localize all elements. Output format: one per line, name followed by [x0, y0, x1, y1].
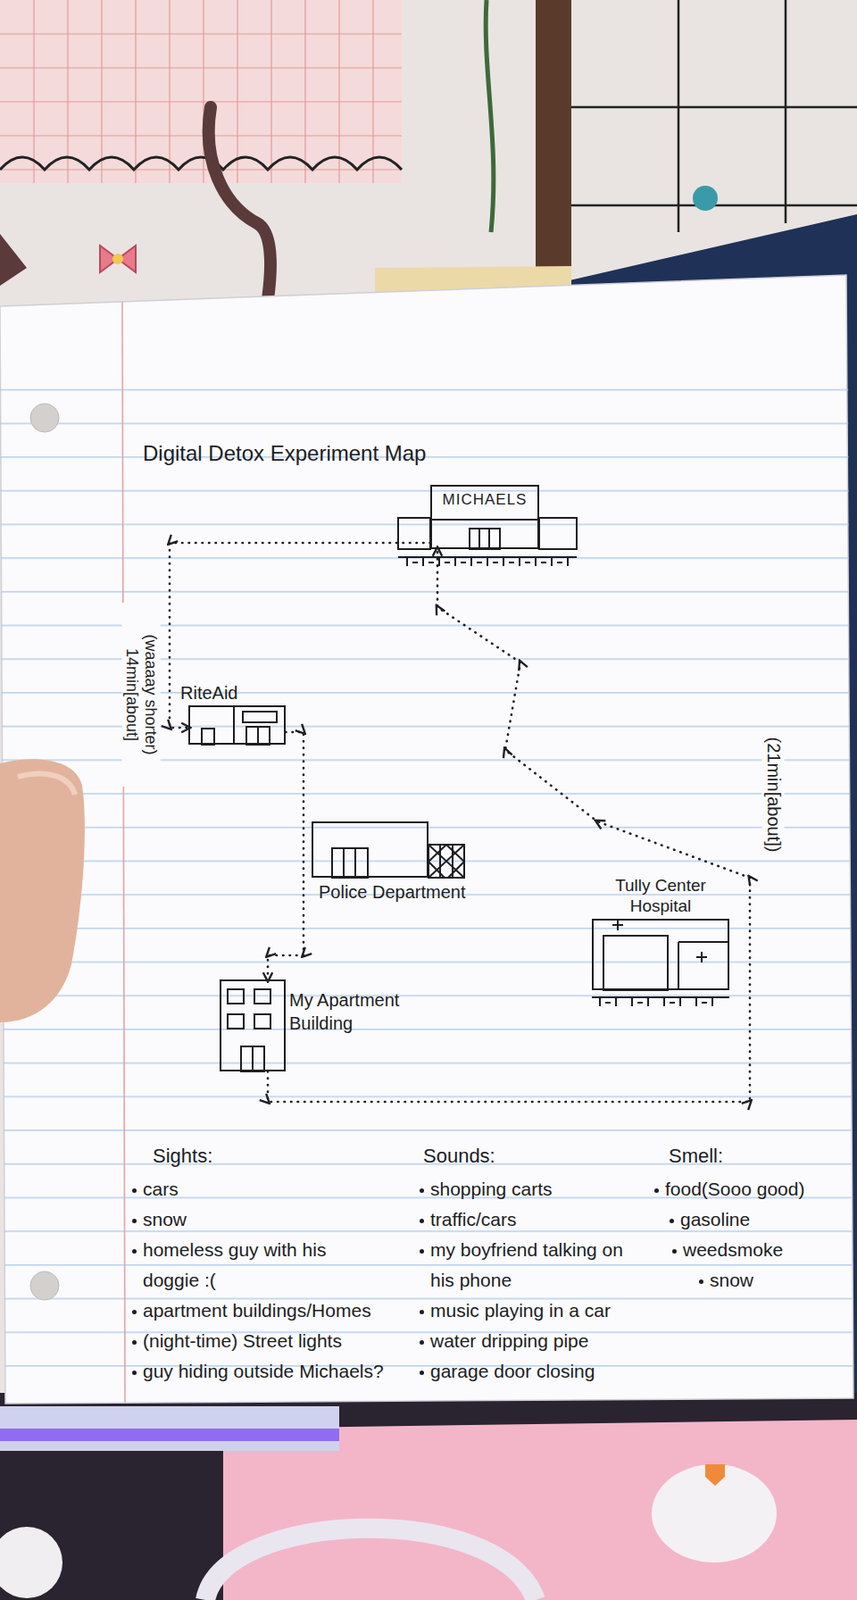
notebook-paper: [30, 1271, 59, 1300]
route-line: [267, 732, 304, 980]
room-wall: [0, 0, 402, 184]
list-item: weedsmoke: [682, 1234, 783, 1265]
list-item: shopping carts: [430, 1173, 553, 1205]
desk: [0, 1406, 340, 1451]
list-item: music playing in a car: [430, 1295, 611, 1326]
route-line: [267, 549, 750, 1102]
building-sketch: [251, 1046, 254, 1072]
building-sketch: [479, 528, 490, 550]
building-sketch: [603, 935, 668, 991]
list-item: cars: [142, 1173, 179, 1205]
building-sketch: [332, 848, 368, 878]
building-sketch: [407, 557, 568, 566]
list-item: traffic/cars: [430, 1204, 516, 1235]
building-sketch: [612, 919, 708, 963]
building-sketch: [201, 517, 730, 1072]
list-item: (night-time) Street lights: [142, 1325, 342, 1357]
building: My Apartment Building: [219, 979, 286, 1072]
building-sketch: [599, 997, 713, 1007]
notebook-paper: [122, 301, 125, 1403]
building: RiteAid: [188, 705, 286, 745]
thumb: [0, 758, 85, 1023]
building-sketch: [232, 705, 235, 745]
notebook-paper: [30, 403, 59, 433]
building-sketch: [227, 989, 244, 1004]
building: Tully Center Hospital: [591, 918, 730, 991]
notebook-paper: [0, 274, 854, 1404]
building-sketch: [430, 518, 540, 521]
building-label: Police Department: [318, 881, 466, 903]
building-sketch: [254, 1014, 271, 1029]
building-sketch: [246, 726, 270, 745]
list-heading: Sounds:: [423, 1140, 496, 1172]
list-item: gasoline: [680, 1204, 750, 1235]
room-wall: [208, 107, 271, 300]
list-item: snow: [709, 1264, 754, 1296]
notebook-paper: [0, 357, 853, 1398]
desk: [705, 1464, 725, 1486]
building-sketch: [227, 1014, 244, 1029]
window-trellis: [535, 0, 572, 268]
notebook-paper: [0, 274, 854, 1404]
desk: [651, 1464, 777, 1563]
list-item: guy hiding outside Michaels?: [142, 1356, 384, 1387]
window-trellis: [692, 185, 718, 211]
list-item: apartment buildings/Homes: [142, 1295, 372, 1326]
building-label: Tully Center Hospital: [593, 875, 728, 917]
list-item: homeless guy with his doggie :(: [142, 1234, 380, 1296]
thumb: [0, 758, 85, 1023]
building-sketch: [343, 848, 356, 878]
room-wall: [0, 157, 402, 170]
room-wall: [0, 233, 27, 286]
window-trellis: [485, 0, 494, 233]
building-sketch: [677, 941, 680, 991]
building-sketch: [242, 711, 277, 723]
building-label: My Apartment Building: [289, 988, 424, 1035]
building-name: MICHAELS: [442, 490, 528, 509]
time-note: (waaaay shorter) 14min[about]: [121, 602, 160, 787]
thumb: [17, 773, 75, 795]
list-heading: Smell:: [668, 1140, 724, 1172]
time-note: (21min[about]): [762, 734, 785, 856]
building-sketch: [257, 726, 259, 745]
desk: [0, 1392, 857, 1600]
room-wall: [0, 0, 402, 184]
building-sketch: [241, 1046, 265, 1072]
building-sketch: [591, 996, 730, 999]
desk: [0, 1428, 340, 1441]
building-sketch: [398, 517, 431, 550]
desk: [0, 1526, 63, 1598]
building: MICHAELS: [430, 484, 540, 550]
list-item: garage door closing: [430, 1356, 595, 1387]
building-sketch: [469, 528, 500, 550]
map-title: Digital Detox Experiment Map: [142, 440, 426, 467]
list-item: food(Sooo good): [665, 1173, 805, 1205]
list-item: my boyfriend talking on his phone: [430, 1234, 629, 1296]
building-sketch: [678, 940, 730, 943]
building-sketch: [539, 517, 577, 550]
room-wall: [99, 245, 136, 273]
building-sketch: [428, 844, 465, 878]
list-item: water dripping pipe: [430, 1325, 589, 1357]
building-sketch: [428, 844, 465, 878]
room-wall: [112, 253, 124, 265]
window-trellis: [571, 0, 857, 233]
desk: [0, 1392, 857, 1600]
building-sketch: [201, 728, 215, 745]
building: Police Department: [311, 821, 429, 878]
list-heading: Sights:: [152, 1140, 213, 1172]
building-label: RiteAid: [180, 682, 238, 704]
list-item: snow: [142, 1204, 187, 1235]
building-sketch: [254, 989, 271, 1004]
desk: [205, 1528, 536, 1600]
route-line: [169, 542, 431, 728]
